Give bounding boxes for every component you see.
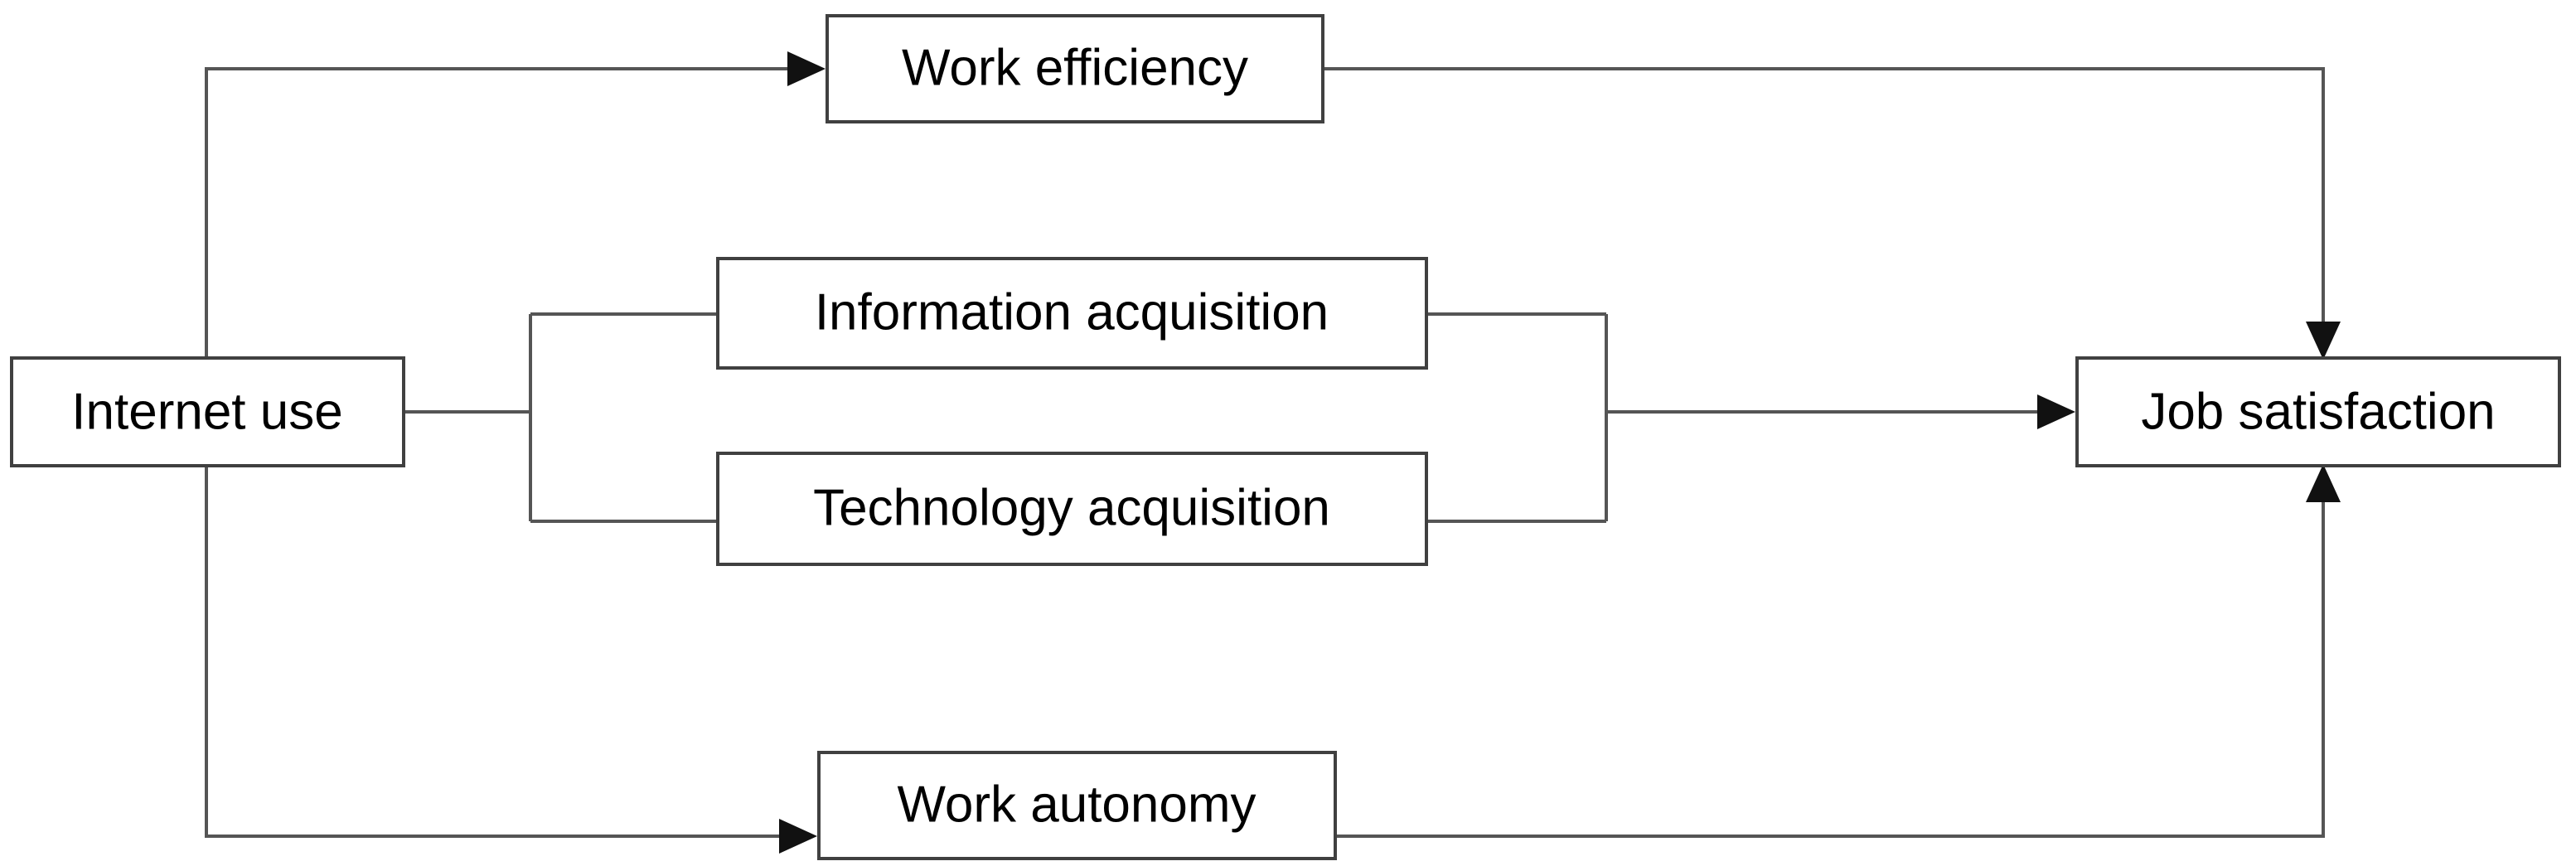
edge-internet-use-to-acquisition-split	[404, 312, 718, 523]
node-box[interactable]	[2075, 356, 2561, 467]
arrow-head-icon	[2037, 394, 2075, 429]
node-work-autonomy[interactable]: Work autonomy	[817, 751, 1337, 860]
edge-internet-use-to-work-autonomy	[205, 466, 817, 854]
arrow-head-icon	[2306, 464, 2341, 502]
arrow-head-icon	[779, 819, 817, 854]
edge-internet-use-to-work-efficiency	[205, 51, 826, 358]
edge-path	[205, 67, 800, 358]
node-label: Job satisfaction	[2141, 383, 2495, 440]
node-job-satisfaction[interactable]: Job satisfaction	[2075, 356, 2561, 467]
node-label: Work autonomy	[897, 776, 1256, 833]
node-box[interactable]	[817, 751, 1337, 860]
arrow-head-icon	[787, 51, 826, 86]
edge-path	[1323, 67, 2325, 335]
node-box[interactable]	[10, 356, 405, 467]
node-information-acquisition[interactable]: Information acquisition	[716, 257, 1428, 370]
edge-path	[205, 466, 792, 838]
node-label: Technology acquisition	[813, 479, 1330, 536]
node-internet-use[interactable]: Internet use	[10, 356, 405, 467]
edge-path	[1335, 489, 2325, 838]
node-work-efficiency[interactable]: Work efficiency	[826, 14, 1324, 123]
node-box[interactable]	[716, 257, 1428, 370]
node-label: Work efficiency	[902, 39, 1248, 96]
arrow-head-icon	[2306, 322, 2341, 360]
node-box[interactable]	[826, 14, 1324, 123]
node-box[interactable]	[716, 452, 1428, 566]
node-label: Information acquisition	[815, 283, 1329, 341]
node-technology-acquisition[interactable]: Technology acquisition	[716, 452, 1428, 566]
edge-work-efficiency-to-job-satisfaction	[1323, 67, 2341, 360]
edge-work-autonomy-to-job-satisfaction	[1335, 464, 2341, 838]
edge-acquisition-to-job-satisfaction	[1426, 312, 2075, 523]
node-label: Internet use	[71, 383, 342, 440]
